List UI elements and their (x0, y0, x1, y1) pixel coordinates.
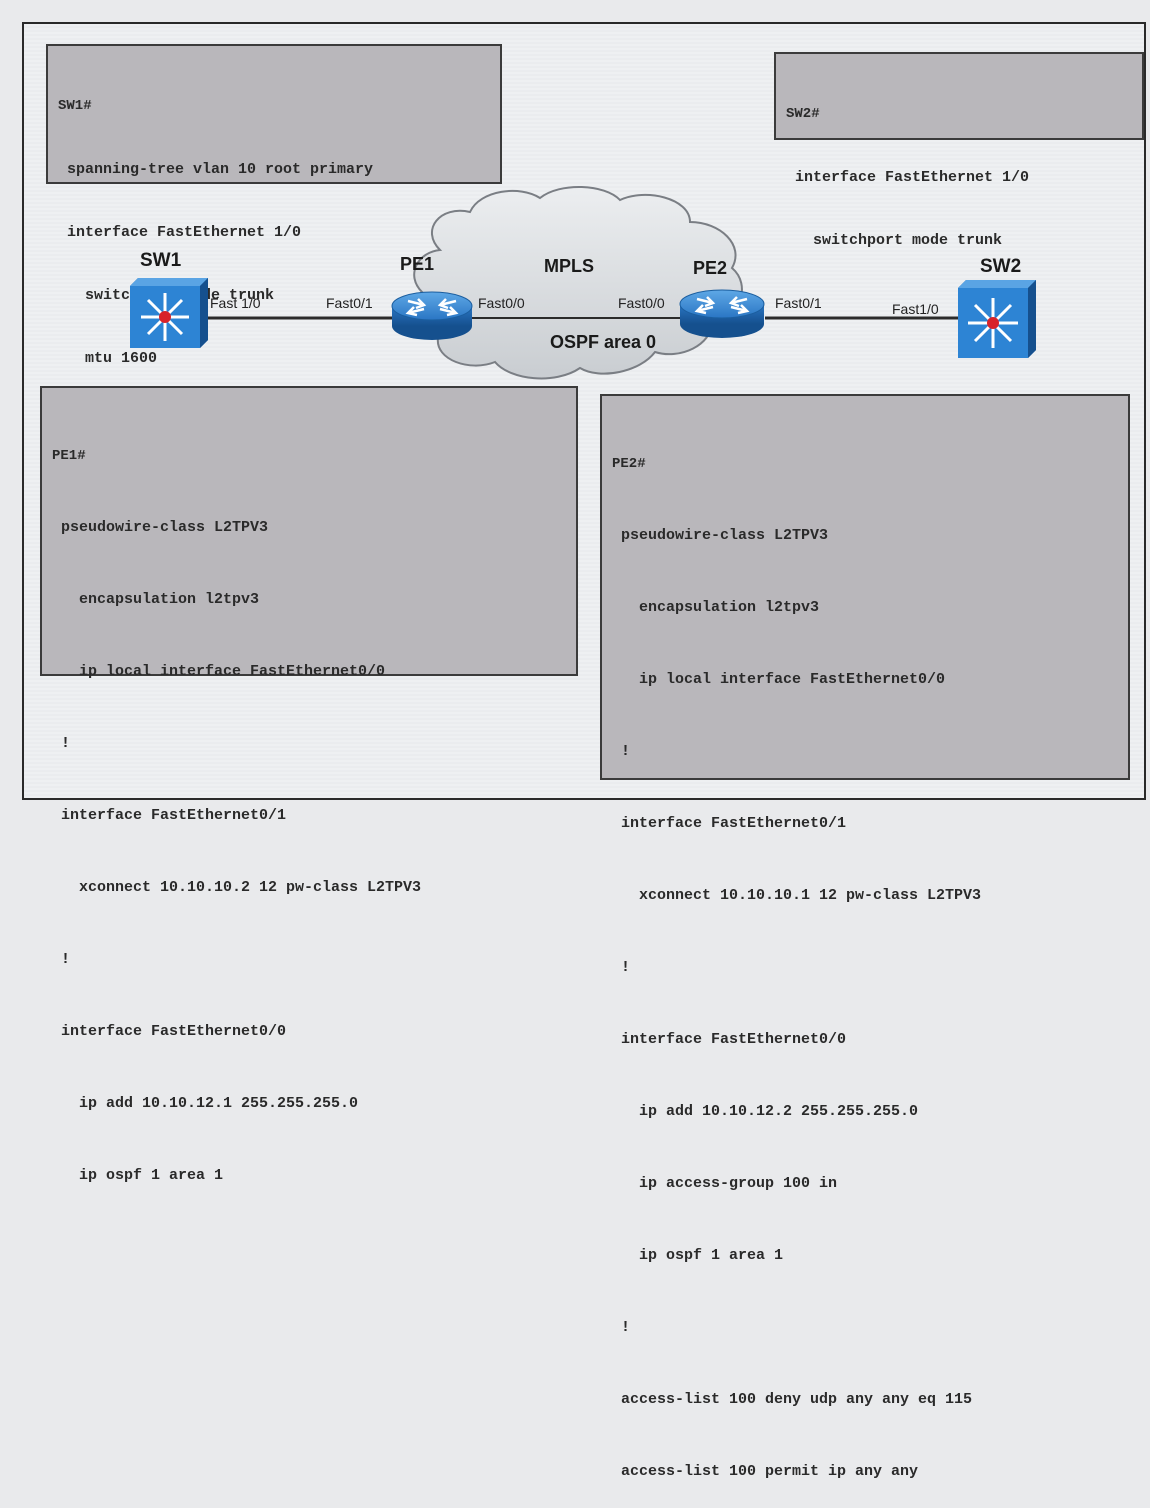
sw2-config-line: switchport mode trunk (786, 232, 1003, 249)
router-icon (679, 289, 765, 338)
pe2-config-prompt: PE2# (612, 456, 646, 472)
sw1-port-label: Fast 1/0 (210, 295, 261, 311)
pe1-config-line: ip ospf 1 area 1 (52, 1167, 224, 1184)
pe2-label: PE2 (693, 258, 727, 278)
pe1-config-box: PE1# pseudowire-class L2TPV3 encapsulati… (40, 386, 578, 1184)
sw1-config-line: interface FastEthernet 1/0 (58, 224, 302, 241)
pe1-config-line: pseudowire-class L2TPV3 (52, 519, 269, 536)
pe1-config-line: ! (52, 951, 71, 968)
pe1-config-line: interface FastEthernet0/1 (52, 807, 287, 824)
switch-icon (958, 280, 1036, 358)
pe2-config-line: access-list 100 deny udp any any eq 115 (612, 1391, 973, 1408)
ospf-area-label: OSPF area 0 (550, 332, 656, 352)
pe2-config-line: ! (612, 743, 631, 760)
topology-diagram: SW1 PE1 PE2 SW2 MPLS OSPF area 0 Fast 1/… (130, 186, 1036, 380)
pe2-config-line: encapsulation l2tpv3 (612, 599, 820, 616)
pe1-config-prompt: PE1# (52, 448, 86, 464)
sw1-label: SW1 (140, 250, 182, 271)
pe2-config-box: PE2# pseudowire-class L2TPV3 encapsulati… (600, 394, 1130, 1480)
sw2-port-label: Fast1/0 (892, 301, 939, 317)
pe2-config-line: interface FastEthernet0/1 (612, 815, 847, 832)
pe1-config-line: ip add 10.10.12.1 255.255.255.0 (52, 1095, 359, 1112)
pe2-config-line: interface FastEthernet0/0 (612, 1031, 847, 1048)
pe2-config-line: ip local interface FastEthernet0/0 (612, 671, 946, 688)
sw2-config-box: SW2# interface FastEthernet 1/0 switchpo… (774, 52, 1144, 249)
pe2-config-line: ! (612, 959, 631, 976)
pe1-config-line: ip local interface FastEthernet0/0 (52, 663, 386, 680)
pe1-label: PE1 (400, 254, 434, 274)
switch-icon (130, 278, 208, 348)
mpls-label: MPLS (544, 256, 594, 276)
sw2-config-line: interface FastEthernet 1/0 (786, 169, 1030, 186)
pe2-config-line: access-list 100 permit ip any any (612, 1463, 919, 1480)
pe1-config-line: interface FastEthernet0/0 (52, 1023, 287, 1040)
sw1-config-line: mtu 1600 (58, 350, 158, 367)
pe2-right-port-label: Fast0/1 (775, 295, 822, 311)
router-icon (391, 291, 473, 340)
pe1-config-line: encapsulation l2tpv3 (52, 591, 260, 608)
pe2-config-line: ip ospf 1 area 1 (612, 1247, 784, 1264)
pe2-left-port-label: Fast0/0 (618, 295, 665, 311)
pe2-config-line: ip add 10.10.12.2 255.255.255.0 (612, 1103, 919, 1120)
pe1-config-line: ! (52, 735, 71, 752)
sw2-label: SW2 (980, 256, 1021, 277)
pe2-config-line: pseudowire-class L2TPV3 (612, 527, 829, 544)
pe1-right-port-label: Fast0/0 (478, 295, 525, 311)
pe2-config-line: xconnect 10.10.10.1 12 pw-class L2TPV3 (612, 887, 982, 904)
pe2-config-line: ! (612, 1319, 631, 1336)
pe2-config-line: ip access-group 100 in (612, 1175, 838, 1192)
sw2-config-prompt: SW2# (786, 106, 820, 122)
pe1-config-line: xconnect 10.10.10.2 12 pw-class L2TPV3 (52, 879, 422, 896)
sw1-config-prompt: SW1# (58, 98, 92, 114)
sw1-config-line: spanning-tree vlan 10 root primary (58, 161, 374, 178)
pe1-left-port-label: Fast0/1 (326, 295, 373, 311)
